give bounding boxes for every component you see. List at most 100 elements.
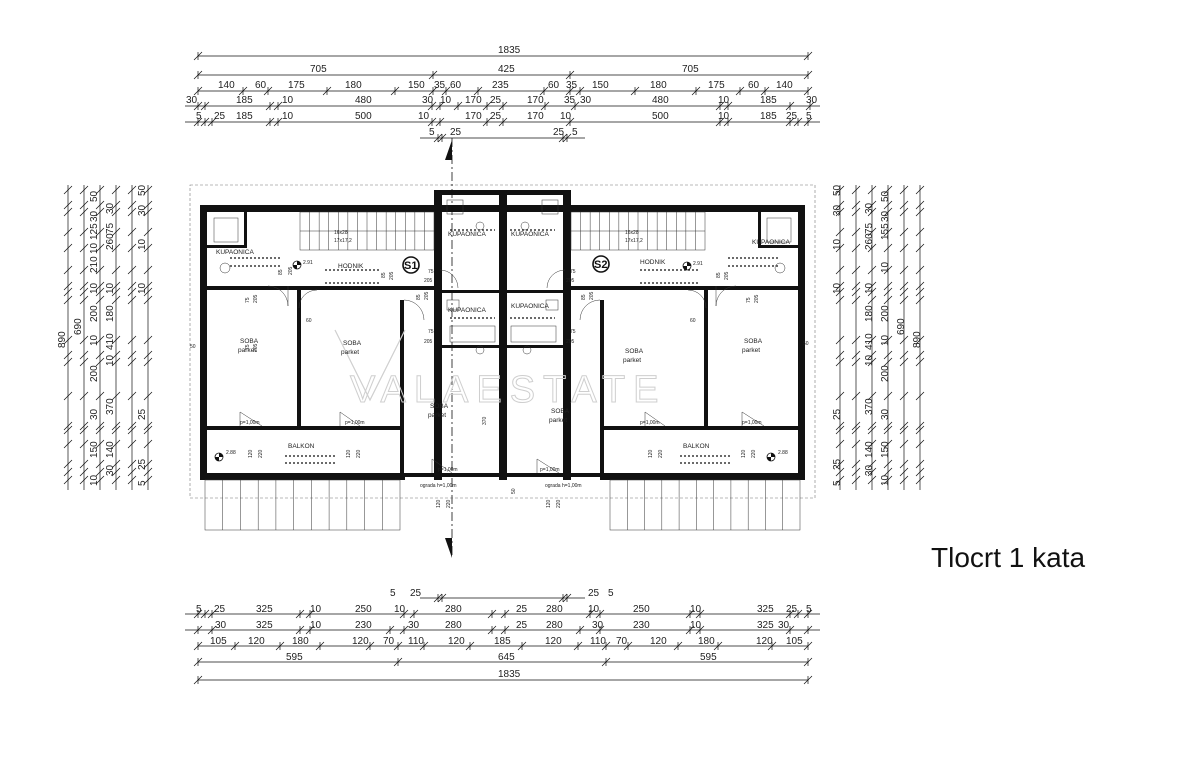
right-dim-col3-2: 155	[880, 223, 891, 240]
bottom-dim-row1-1: 25	[214, 604, 226, 615]
door-dim-4: 75	[245, 297, 251, 303]
watermark-text: VALAESTATE	[350, 369, 667, 411]
top-dim-row5-10: 500	[652, 111, 669, 122]
door-dim-19: 85	[581, 294, 587, 300]
left-dim-col3-1: 30	[89, 210, 100, 222]
bottom-dim-row1-11: 10	[690, 604, 702, 615]
balcony-railing-right	[609, 479, 801, 531]
left-dim-col3-5: 10	[89, 282, 100, 294]
door-swings	[239, 269, 765, 474]
stair-right-steps: 16x28	[625, 230, 639, 236]
bottom-dim-row2-0: 30	[215, 620, 227, 631]
left-dim-col4-9: 30	[105, 464, 116, 476]
bottom-dim-row3-7: 185	[494, 636, 511, 647]
bottom-dim-row2-3: 230	[355, 620, 372, 631]
door-dim-22: 205	[724, 271, 730, 280]
right-dim-col5-0: 50	[832, 184, 843, 196]
bottom-dim-row3-8: 120	[545, 636, 562, 647]
left-dim-col4-6: 10	[105, 354, 116, 366]
parapet-note-6: p=1,00m	[540, 467, 560, 473]
top-dim-row3-3: 180	[345, 80, 362, 91]
right-dim-col4-2: 260	[864, 233, 875, 250]
top-dim-row3-4: 150	[408, 80, 425, 91]
opening-notes: p=1,00m p=1,00m p=1,00m p=1,00m p=1,00m …	[240, 420, 762, 489]
bottom-dim-row1-14: 5	[806, 604, 812, 615]
right-dim-col4-3: 10	[864, 282, 875, 294]
level-291-right: 2.91	[693, 261, 703, 267]
bottom-dim-row3-1: 120	[248, 636, 265, 647]
top-dim-row6-1: 25	[450, 127, 462, 138]
bottom-dim-row5-0: 1835	[498, 669, 521, 680]
parapet-note-1: p=1,00m	[240, 420, 260, 426]
parapet-note-4: p=1,00m	[742, 420, 762, 426]
top-dim-row5-12: 185	[760, 111, 777, 122]
door-dim-17: 75	[570, 329, 576, 335]
bottom-dim-row2-12: 30	[778, 620, 790, 631]
top-dim-row4-10: 30	[580, 95, 592, 106]
right-dim-col4-0: 30	[864, 202, 875, 214]
top-dim-row4-8: 170	[527, 95, 544, 106]
right-dim-col3-6: 200	[880, 365, 891, 382]
left-dim-col4-1: 75	[105, 222, 116, 234]
parapet-note-5: p=1,00m	[438, 467, 458, 473]
section-marker-s2: S2	[594, 259, 607, 271]
section-arrow-bottom-icon	[445, 538, 452, 558]
right-dimension-chain: 8906905030155102001020030150103075260101…	[832, 184, 925, 490]
room-labels: KUPAONICA KUPAONICA KUPAONICA KUPAONICA …	[216, 231, 790, 450]
right-dim-col3-4: 200	[880, 305, 891, 322]
bottom-dim-row3-0: 105	[210, 636, 227, 647]
level-markers: 2.91 2.91 2.88 2.88	[214, 260, 788, 462]
room-hodnik-left: HODNIK	[338, 263, 364, 270]
top-dim-row3-12: 175	[708, 80, 725, 91]
left-dim-col3-11: 10	[89, 474, 100, 486]
top-dim-row5-6: 170	[465, 111, 482, 122]
right-dim-col5-3: 10	[832, 282, 843, 294]
room-kupaonica-right: KUPAONICA	[752, 239, 790, 246]
top-dim-row5-4: 500	[355, 111, 372, 122]
room-soba-5: SOBA	[625, 348, 644, 355]
right-dim-col5-1: 30	[832, 204, 843, 216]
left-dim-col3-9: 30	[89, 408, 100, 420]
room-soba-6: SOBA	[744, 338, 763, 345]
bottom-dim-row2-9: 230	[633, 620, 650, 631]
door-dim-15: 75	[570, 269, 576, 275]
right-dim-col3-0: 50	[880, 190, 891, 202]
right-dim-col4-6: 10	[864, 354, 875, 366]
right-dim-col3-5: 10	[880, 334, 891, 346]
top-dim-row2-2: 705	[682, 64, 699, 75]
bottom-dim-row0-2: 25	[588, 588, 600, 599]
drawing-title: Tlocrt 1 kata	[931, 542, 1085, 573]
door-dim-12: 205	[424, 278, 433, 284]
room-soba-3: SOBA	[430, 403, 449, 410]
right-dim-col4-7: 370	[864, 398, 875, 415]
left-dim-col5-2: 10	[137, 238, 148, 250]
door-dim-13: 75	[428, 329, 434, 335]
roof-outline	[189, 184, 816, 499]
left-dim-col5-6: 5	[137, 480, 148, 486]
left-dim-col1-0: 890	[57, 331, 68, 348]
right-dim-col3-8: 150	[880, 441, 891, 458]
left-dim-col3-2: 125	[89, 223, 100, 240]
top-dim-row4-2: 10	[282, 95, 294, 106]
door-dim-24: 75	[746, 297, 752, 303]
door-dim-40: 370	[482, 416, 488, 425]
level-288-right: 2.88	[778, 450, 788, 456]
top-dim-row5-13: 25	[786, 111, 798, 122]
door-dim-1: 205	[253, 343, 259, 352]
bottom-dim-row2-5: 280	[445, 620, 462, 631]
bottom-dim-row2-2: 10	[310, 620, 322, 631]
bottom-dim-row3-6: 120	[448, 636, 465, 647]
top-total-dim: 1835	[498, 45, 521, 56]
door-dim-29: 220	[258, 449, 264, 458]
top-dim-row4-6: 170	[465, 95, 482, 106]
bottom-dim-row3-2: 180	[292, 636, 309, 647]
hatching-lines	[230, 229, 780, 464]
bottom-dim-row1-9: 10	[588, 604, 600, 615]
left-dim-col5-3: 10	[137, 282, 148, 294]
top-dim-row4-13: 185	[760, 95, 777, 106]
left-dim-col5-5: 25	[137, 458, 148, 470]
bottom-dim-row1-2: 325	[256, 604, 273, 615]
